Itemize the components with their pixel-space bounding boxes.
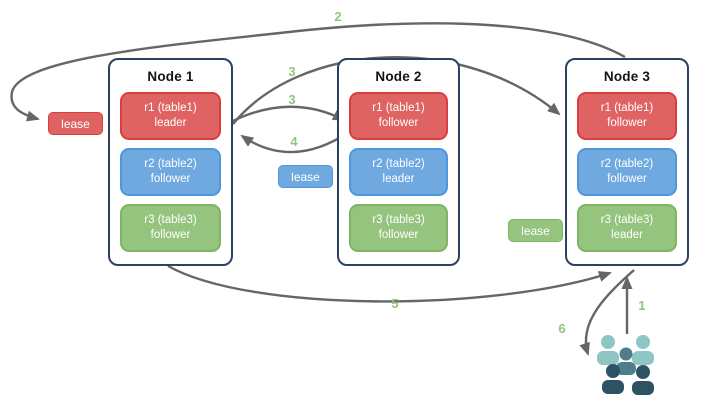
replica-role: follower — [150, 173, 191, 185]
lease-badge-red: lease — [48, 112, 103, 135]
replica-r1-leader: r1 (table1) leader — [120, 92, 221, 140]
replica-role: follower — [378, 229, 419, 241]
replica-r3-leader: r3 (table3) leader — [577, 204, 677, 252]
replica-name: r2 (table2) — [600, 158, 654, 171]
node-3-title: Node 3 — [603, 69, 651, 84]
replica-r3-follower: r3 (table3) follower — [349, 204, 448, 252]
step-label-4: 4 — [290, 134, 298, 149]
node-1: Node 1 r1 (table1) leader r2 (table2) fo… — [108, 58, 233, 266]
replica-name: r3 (table3) — [144, 214, 197, 227]
step-label-3a: 3 — [288, 64, 296, 79]
replica-role: follower — [150, 229, 191, 241]
step-label-6: 6 — [558, 321, 566, 336]
step-label-1: 1 — [638, 298, 646, 313]
replica-r2-follower: r2 (table2) follower — [120, 148, 221, 196]
replica-name: r2 (table2) — [144, 158, 197, 171]
replica-r2-follower: r2 (table2) follower — [577, 148, 677, 196]
node-1-title: Node 1 — [147, 69, 194, 84]
step-label-5: 5 — [391, 296, 399, 311]
users-group-icon — [597, 335, 654, 395]
replica-r1-follower: r1 (table1) follower — [577, 92, 677, 140]
replica-role: leader — [154, 117, 187, 129]
node-3: Node 3 r1 (table1) follower r2 (table2) … — [565, 58, 689, 266]
replica-r2-leader: r2 (table2) leader — [349, 148, 448, 196]
replica-name: r3 (table3) — [372, 214, 425, 227]
lease-badge-blue: lease — [278, 165, 333, 188]
replica-role: leader — [382, 173, 415, 185]
replica-role: follower — [607, 117, 647, 129]
replica-r1-follower: r1 (table1) follower — [349, 92, 448, 140]
replica-role: follower — [607, 173, 647, 185]
node-1-replicas: r1 (table1) leader r2 (table2) follower … — [120, 92, 221, 252]
lease-badge-green: lease — [508, 219, 563, 242]
replica-r3-follower: r3 (table3) follower — [120, 204, 221, 252]
replica-name: r1 (table1) — [144, 102, 197, 115]
step-label-3b: 3 — [288, 92, 296, 107]
replica-name: r1 (table1) — [600, 102, 654, 115]
arrow-step2-node3-to-lease — [10, 22, 626, 122]
node-2: Node 2 r1 (table1) follower r2 (table2) … — [337, 58, 460, 266]
replica-name: r3 (table3) — [600, 214, 654, 227]
node-2-title: Node 2 — [375, 69, 422, 84]
replica-name: r2 (table2) — [372, 158, 425, 171]
step-label-2: 2 — [334, 9, 342, 24]
replica-role: leader — [611, 229, 643, 241]
replica-name: r1 (table1) — [372, 102, 425, 115]
node-3-replicas: r1 (table1) follower r2 (table2) followe… — [577, 92, 677, 252]
replica-role: follower — [378, 117, 419, 129]
arrow-step3-leader-to-node2 — [232, 105, 346, 123]
node-2-replicas: r1 (table1) follower r2 (table2) leader … — [349, 92, 448, 252]
